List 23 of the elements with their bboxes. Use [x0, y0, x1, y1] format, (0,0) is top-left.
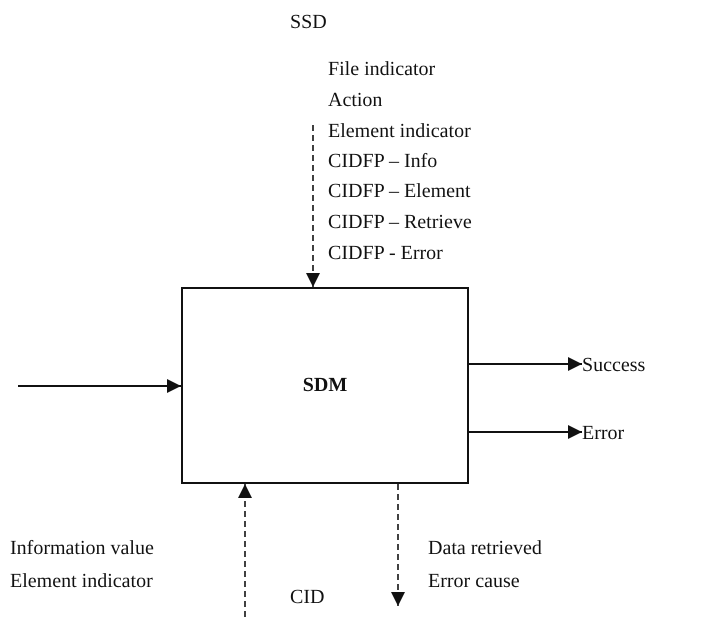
- signal-label: CIDFP - Error: [328, 241, 443, 265]
- arrow: [238, 484, 252, 617]
- signal-label: Error cause: [428, 569, 520, 593]
- output-label: Error: [582, 422, 624, 444]
- arrow: [391, 484, 405, 606]
- signal-label: Element indicator: [328, 119, 471, 143]
- signal-label: Data retrieved: [428, 536, 542, 560]
- signal-label: Information value: [10, 536, 154, 560]
- arrow: [18, 379, 181, 393]
- arrow: [469, 357, 582, 371]
- signal-label: CIDFP – Info: [328, 149, 438, 173]
- signal-label: Element indicator: [10, 569, 153, 593]
- arrow: [469, 425, 582, 439]
- arrow: [306, 125, 320, 287]
- source-label: SSD: [290, 10, 327, 34]
- signal-label: Action: [328, 88, 382, 112]
- source-label: CID: [290, 585, 324, 609]
- signal-label: CIDFP – Retrieve: [328, 210, 472, 234]
- signal-label: CIDFP – Element: [328, 179, 471, 203]
- process-title: SDM: [302, 374, 348, 397]
- process-box: [181, 287, 469, 484]
- signal-label: File indicator: [328, 57, 436, 81]
- output-label: Success: [582, 354, 646, 376]
